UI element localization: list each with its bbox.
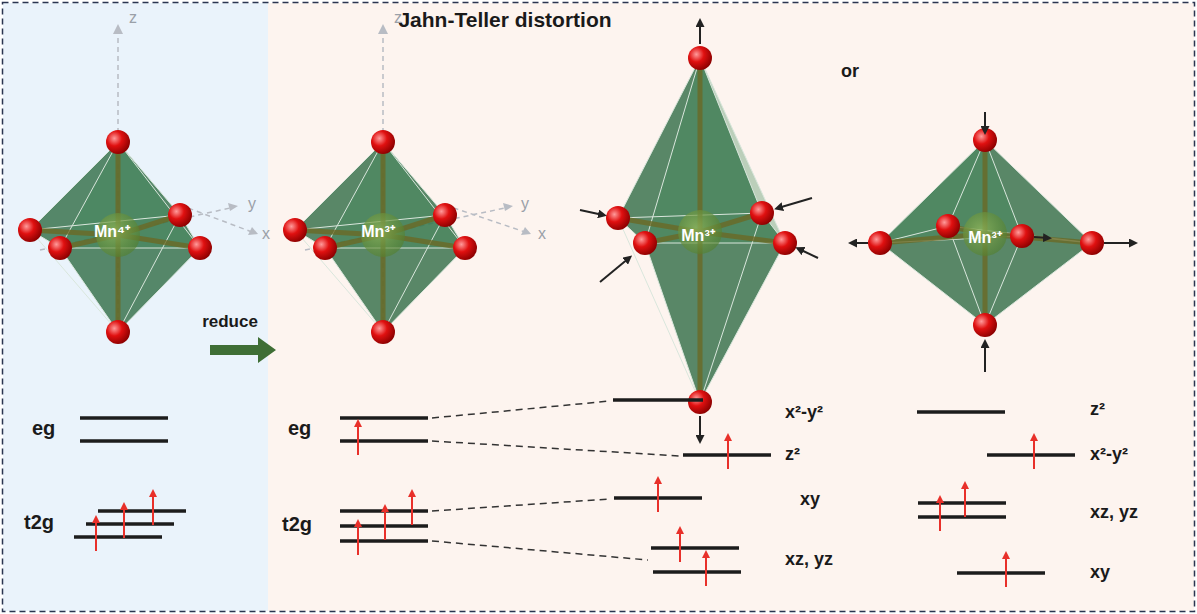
ion-label: Mn³⁺	[968, 229, 1001, 247]
octahedron	[283, 130, 477, 344]
orbital-label: z²	[785, 445, 800, 465]
energy-levels	[74, 400, 1075, 573]
axis-label: z	[129, 9, 137, 27]
axis-label: y	[248, 195, 256, 213]
correlation-lines	[432, 401, 680, 560]
dashed-border	[3, 3, 1195, 612]
orbital-set-label: eg	[32, 417, 55, 439]
right-panel	[268, 3, 1194, 611]
orbital-label: xy	[1090, 563, 1110, 583]
axis-label: x	[262, 225, 270, 243]
orbital-set-label: t2g	[24, 511, 54, 533]
title: Jahn-Teller distortion	[398, 8, 611, 31]
orbital-label: x²-y²	[1090, 445, 1128, 465]
compressed-octahedron	[868, 128, 1104, 337]
step-label: reduce	[202, 313, 258, 332]
orbital-label: xy	[800, 490, 820, 510]
axis-label: y	[521, 195, 529, 213]
orbital-label: xz, yz	[785, 550, 833, 570]
axis-label: z	[394, 9, 402, 27]
ion-label: Mn³⁺	[681, 227, 714, 245]
orbital-label: z²	[1090, 400, 1105, 420]
ion-label: Mn³⁺	[361, 223, 394, 241]
left-panel	[3, 3, 268, 611]
orbital-label: x²-y²	[785, 403, 823, 423]
elongated-octahedron	[606, 46, 797, 414]
electron-spins	[96, 423, 1034, 587]
orbital-set-label: t2g	[282, 513, 312, 535]
orbital-label: xz, yz	[1090, 503, 1138, 523]
axis-label: x	[538, 225, 546, 243]
reduce-arrow	[210, 337, 276, 363]
orbital-set-label: eg	[288, 417, 311, 439]
or-label: or	[841, 62, 859, 82]
ion-label: Mn⁴⁺	[94, 223, 130, 241]
octahedron	[18, 130, 212, 344]
